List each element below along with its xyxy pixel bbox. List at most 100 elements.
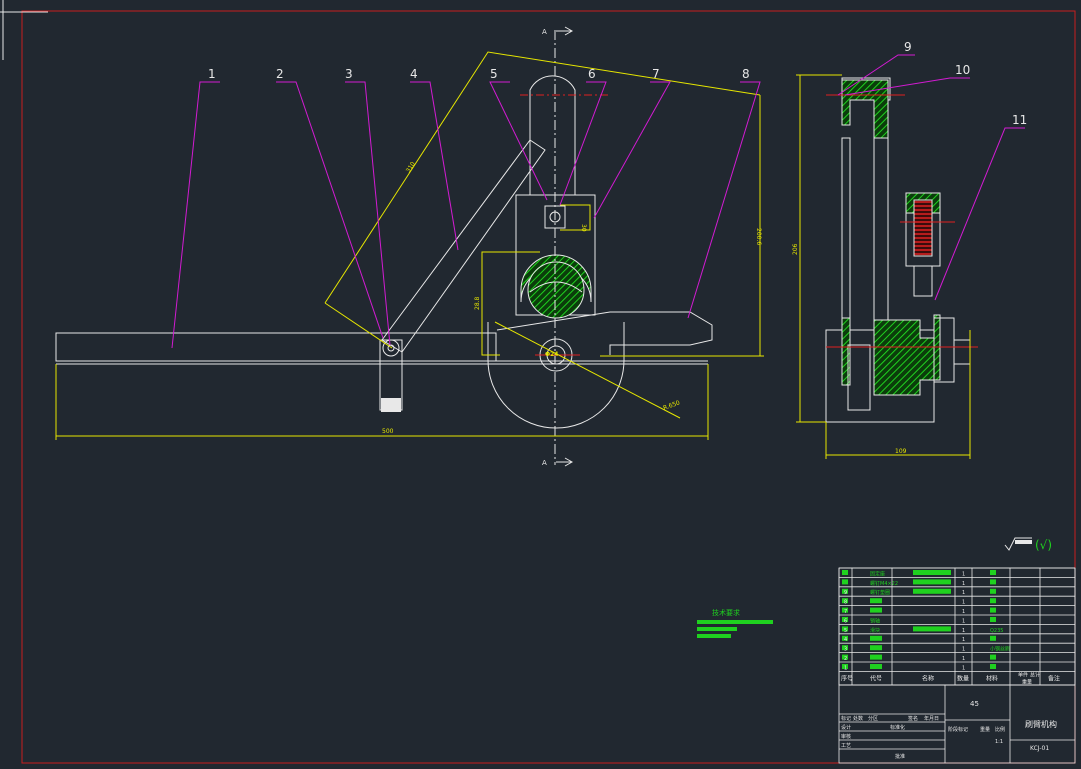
diagonal-link bbox=[381, 139, 546, 353]
dim-height-right: 206 bbox=[792, 243, 799, 255]
front-view: A A bbox=[55, 26, 713, 467]
parts-row-mat-fill bbox=[990, 607, 996, 613]
outer-frame bbox=[21, 10, 1076, 764]
parts-row-code-fill bbox=[913, 570, 951, 575]
balloon-4: 4 bbox=[410, 67, 418, 81]
balloon-8: 8 bbox=[742, 67, 750, 81]
parts-row-name: 滑块 bbox=[870, 627, 880, 634]
label-standard: 标准化 bbox=[890, 724, 905, 731]
dim-diag: 310 bbox=[405, 161, 417, 175]
lower-housing bbox=[487, 322, 625, 429]
technical-notes: 技术要求 bbox=[697, 608, 773, 638]
parts-row-name-fill bbox=[870, 645, 882, 651]
balloon-6: 6 bbox=[588, 67, 596, 81]
header-weight: 重量 bbox=[1022, 678, 1032, 685]
header-unit-weight: 单件 bbox=[1018, 671, 1028, 678]
balloons: 1 2 3 4 5 6 7 8 9 10 11 bbox=[171, 40, 1027, 349]
parts-row-no: 2 bbox=[844, 656, 847, 662]
section-mark-top: A bbox=[542, 28, 547, 36]
section-mark-bottom: A bbox=[542, 459, 547, 467]
parts-row-no: 1 bbox=[844, 665, 847, 671]
parts-row-qty: 1 bbox=[962, 571, 965, 577]
spring bbox=[913, 199, 933, 257]
header-code: 代号 bbox=[870, 674, 882, 682]
notes-title: 技术要求 bbox=[712, 608, 740, 617]
row-marker bbox=[842, 570, 848, 575]
parts-row-no: 9 bbox=[844, 590, 847, 596]
parts-row-name: 销轴 bbox=[870, 617, 880, 624]
header-no: 序号 bbox=[841, 674, 853, 682]
parts-row-qty: 1 bbox=[962, 647, 965, 653]
dim-small: 30 bbox=[580, 224, 587, 232]
title-drawing-no: KCJ-01 bbox=[1030, 745, 1049, 752]
parts-row-code-fill bbox=[913, 588, 951, 594]
title-weight-label: 重量 bbox=[980, 726, 990, 733]
parts-row-name: 螺钉M4×22 bbox=[870, 580, 898, 587]
header-total-weight: 总计 bbox=[1030, 671, 1040, 678]
label-sign: 签名 bbox=[908, 715, 918, 722]
dim-overall-length: 500 bbox=[382, 428, 394, 435]
row-marker bbox=[842, 664, 848, 669]
long-arm bbox=[55, 332, 497, 362]
parts-row-mat-fill bbox=[990, 635, 996, 641]
dim-height-mid: 200.6 bbox=[755, 228, 762, 245]
label-check: 审核 bbox=[841, 733, 851, 740]
parts-row-name-fill bbox=[870, 635, 882, 641]
row-marker bbox=[842, 607, 848, 613]
parts-row-qty: 1 bbox=[962, 656, 965, 662]
parts-row-no: 7 bbox=[844, 609, 847, 615]
header-mat: 材料 bbox=[986, 674, 998, 682]
roughness-symbol: (√) bbox=[1004, 537, 1052, 552]
parts-row-name-fill bbox=[870, 664, 882, 669]
parts-row-qty: 1 bbox=[962, 581, 965, 587]
label-zone: 分区 bbox=[868, 715, 878, 722]
row-marker bbox=[842, 617, 848, 622]
parts-row-name-fill bbox=[870, 654, 882, 660]
label-craft: 工艺 bbox=[841, 743, 851, 749]
row-marker bbox=[842, 654, 848, 660]
parts-row-qty: 1 bbox=[962, 600, 965, 606]
side-view: 206 109 bbox=[792, 74, 978, 459]
brush-bristles bbox=[381, 398, 401, 412]
parts-row-qty: 1 bbox=[962, 628, 965, 634]
row-marker bbox=[842, 579, 848, 585]
label-design: 设计 bbox=[841, 724, 851, 731]
title-name: 刷臂机构 bbox=[1025, 719, 1057, 729]
parts-row-mat-fill bbox=[990, 654, 996, 660]
row-marker bbox=[842, 645, 848, 651]
label-date: 年月日 bbox=[924, 715, 939, 722]
title-block: 45 刷臂机构 KCJ-01 1:1 阶段标记 重量 比例 标记 处数 分区 签… bbox=[838, 684, 1076, 764]
balloon-9: 9 bbox=[904, 40, 912, 54]
row-marker bbox=[842, 598, 848, 604]
parts-row-mat: Q235 bbox=[990, 628, 1003, 634]
parts-row-no: 3 bbox=[844, 647, 847, 653]
header-remark: 备注 bbox=[1048, 674, 1060, 682]
roughness-text: (√) bbox=[1035, 538, 1052, 552]
balloon-7: 7 bbox=[652, 67, 660, 81]
parts-row-mat-fill bbox=[990, 588, 996, 594]
parts-row-qty: 1 bbox=[962, 618, 965, 624]
title-scale-label: 比例 bbox=[995, 726, 1005, 733]
balloon-11: 11 bbox=[1012, 113, 1027, 127]
parts-row-qty: 1 bbox=[962, 590, 965, 596]
parts-row-mat-fill bbox=[990, 664, 996, 669]
parts-row-qty: 1 bbox=[962, 609, 965, 615]
title-stage-label: 阶段标记 bbox=[948, 726, 968, 733]
front-dimensions: 500 310 200.6 30 28.8 R.650 Φ24 bbox=[55, 51, 764, 440]
parts-row-name-fill bbox=[870, 598, 882, 604]
balloon-1: 1 bbox=[208, 67, 216, 81]
parts-row-no: 4 bbox=[844, 637, 847, 643]
dim-left: 28.8 bbox=[474, 296, 481, 310]
parts-row-mat: 小钢丝刷 bbox=[990, 646, 1010, 653]
title-material: 45 bbox=[970, 700, 979, 708]
row-marker bbox=[842, 588, 848, 594]
parts-row-no: 6 bbox=[844, 618, 847, 624]
parts-row-name-fill bbox=[870, 607, 882, 613]
parts-row-name: 螺钉垫圈 bbox=[870, 589, 890, 596]
corner-mark bbox=[0, 0, 48, 60]
parts-row-mat-fill bbox=[990, 570, 996, 575]
header-name: 名称 bbox=[922, 674, 934, 682]
label-count: 处数 bbox=[853, 715, 863, 722]
dim-radius: R.650 bbox=[662, 399, 681, 412]
